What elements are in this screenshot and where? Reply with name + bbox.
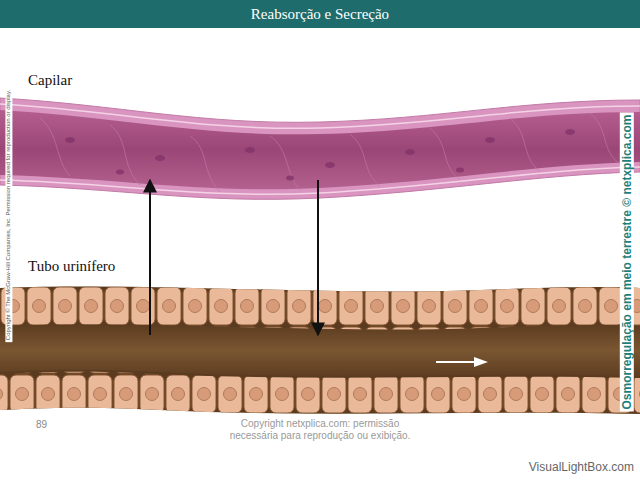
title-bar: Reabsorção e Secreção — [0, 0, 640, 28]
capillary-highlight — [0, 167, 640, 194]
copyright-note: Copyright netxplica.com: permissão neces… — [220, 418, 420, 442]
epithelial-cells — [0, 286, 640, 329]
title: Reabsorção e Secreção — [0, 0, 640, 28]
watermark: Osmorregulação em meio terrestre © netxp… — [620, 113, 634, 412]
part-label: Tubo urinífero — [28, 257, 115, 275]
flow-arrow — [436, 357, 488, 367]
urinary-tube: Tubo urinífero — [0, 335, 640, 405]
capillary-highlight — [0, 104, 640, 128]
epithelial-cells — [0, 372, 640, 414]
tube-lumen — [0, 324, 640, 376]
page-number: 89 — [36, 419, 47, 431]
reabsorption-arrow — [149, 180, 151, 335]
part-label: Capilar — [28, 71, 72, 89]
capillary-lumen — [0, 110, 640, 189]
copyright-note: Copyright © The McGraw-Hill Companies, I… — [5, 88, 12, 342]
tube-wall — [0, 286, 640, 414]
cell-nuclei — [65, 129, 575, 181]
capillary: Capilar — [0, 95, 640, 180]
watermark: VisualLightBox.com — [529, 460, 634, 474]
capillary-wall — [0, 98, 640, 199]
endothelial-cells — [40, 113, 620, 192]
secretion-arrow — [317, 180, 319, 335]
